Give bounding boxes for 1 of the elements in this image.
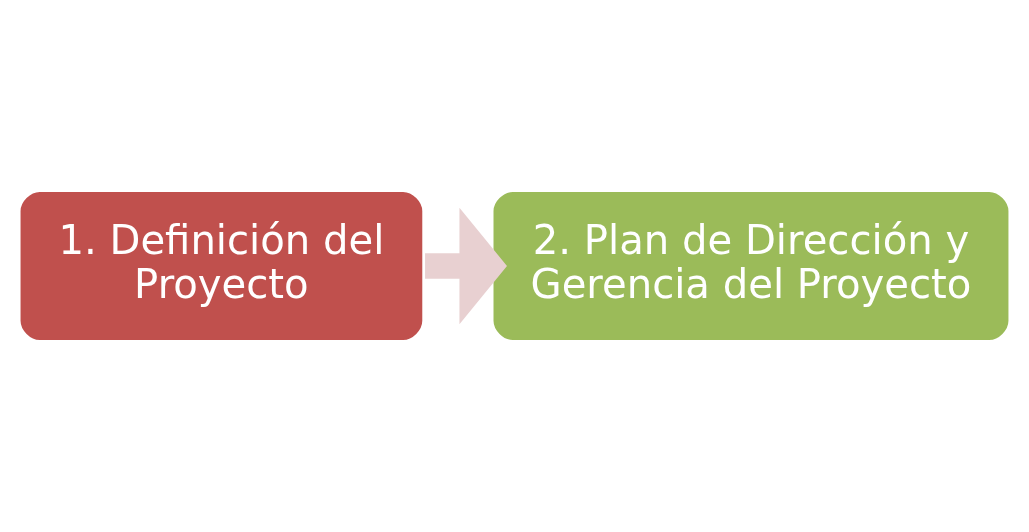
arrow xyxy=(425,207,507,325)
